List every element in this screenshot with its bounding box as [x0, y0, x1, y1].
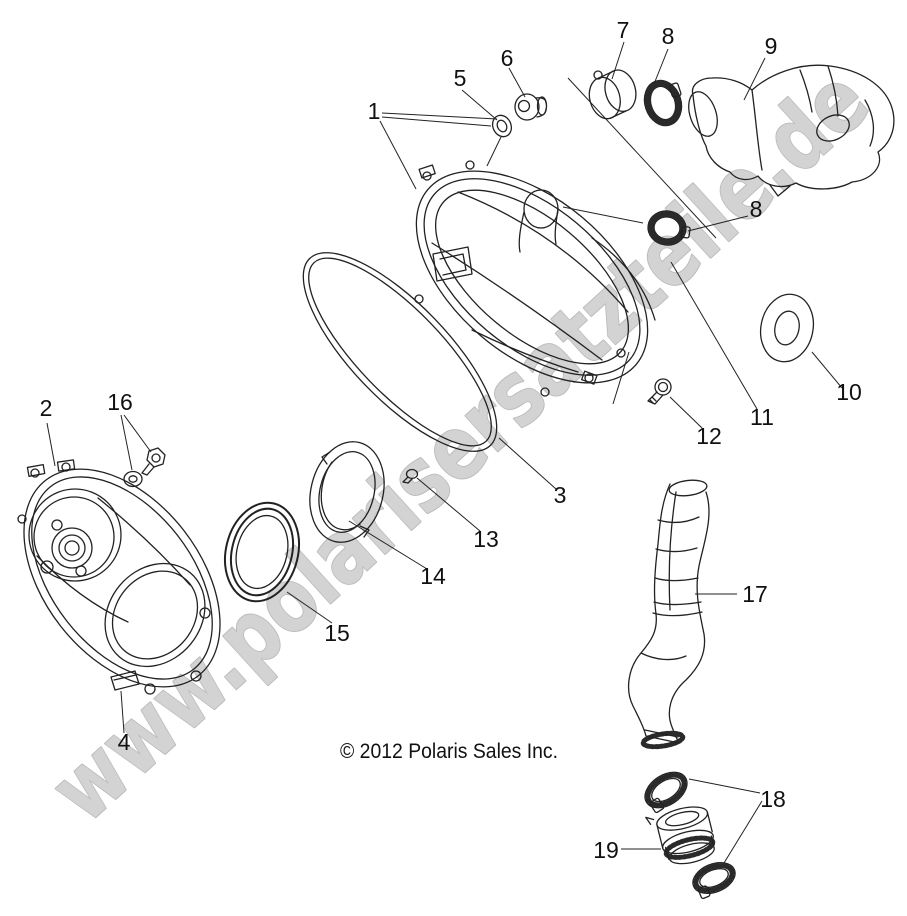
callout-15: 15 [324, 620, 350, 646]
watermark-text: www.polarisersatzteile.de [31, 49, 888, 842]
callout-5: 5 [454, 65, 467, 91]
small-screw-art [402, 468, 419, 484]
drive-belt-art [302, 252, 498, 452]
leader-3 [498, 437, 557, 490]
leader-11 [670, 261, 758, 410]
leader-1a [381, 112, 498, 120]
bolt-washer-art [123, 447, 166, 488]
callout-12: 12 [696, 423, 722, 449]
callout-8-mid: 8 [750, 196, 763, 222]
leader-15 [286, 591, 333, 624]
outlet-hose-art [627, 479, 710, 750]
callout-7: 7 [617, 17, 630, 43]
callout-9: 9 [765, 33, 778, 59]
callout-2: 2 [40, 395, 53, 421]
leader-13 [416, 477, 481, 532]
leader-4 [120, 690, 125, 734]
callout-3: 3 [554, 482, 567, 508]
leader-16a [120, 414, 133, 471]
intake-sleeve-art [588, 69, 637, 120]
callout-14: 14 [420, 563, 446, 589]
callouts: 1 2 3 4 5 6 7 8 8 9 10 11 12 13 14 15 16… [40, 17, 862, 863]
callout-4: 4 [118, 729, 131, 755]
air-duct-art [688, 64, 895, 197]
hose-clamp-top-art [643, 79, 683, 127]
hose-clamps-bottom-art [644, 771, 736, 900]
flange-screw-art [647, 378, 672, 405]
callout-6: 6 [501, 45, 514, 71]
leader-5 [461, 89, 498, 121]
drain-plug-art [110, 670, 140, 691]
leader-8-mid [687, 215, 749, 232]
coupler-boot-art [645, 806, 716, 865]
leader-8-top [653, 48, 669, 85]
leader-1c [379, 120, 417, 190]
leader-18a [688, 778, 761, 794]
grommet-art [491, 114, 513, 138]
hose-clamp-mid-art [647, 210, 691, 246]
leader-9 [743, 57, 766, 101]
leader-duct [562, 206, 644, 224]
callout-16: 16 [107, 389, 133, 415]
leader-1b [381, 116, 492, 127]
callout-10: 10 [836, 379, 862, 405]
callout-17: 17 [742, 581, 768, 607]
leader-6 [508, 67, 526, 98]
callout-18: 18 [760, 786, 786, 812]
leader-8-long [567, 77, 717, 239]
leader-14 [348, 520, 428, 570]
leader-7 [611, 41, 625, 80]
leader-lines [46, 41, 843, 864]
leader-16b [123, 414, 152, 453]
inner-clutch-cover-art [414, 160, 656, 397]
leader-10 [811, 351, 843, 389]
callout-8-top: 8 [662, 23, 675, 49]
plug-cap-art [514, 93, 548, 121]
leader-2 [46, 422, 56, 467]
washer-art [759, 293, 815, 363]
callout-13: 13 [473, 526, 499, 552]
leader-12 [669, 396, 703, 429]
leader-18b [723, 800, 763, 864]
callout-19: 19 [593, 837, 619, 863]
outer-clutch-cover-art [17, 459, 221, 695]
seal-ring-art [224, 501, 300, 603]
callout-11: 11 [750, 404, 774, 430]
leader-5b [486, 136, 502, 167]
leader-12b [612, 351, 630, 405]
cover-plate-ring-art [309, 441, 385, 543]
copyright-text: © 2012 Polaris Sales Inc. [340, 740, 558, 763]
callout-1: 1 [368, 98, 381, 124]
